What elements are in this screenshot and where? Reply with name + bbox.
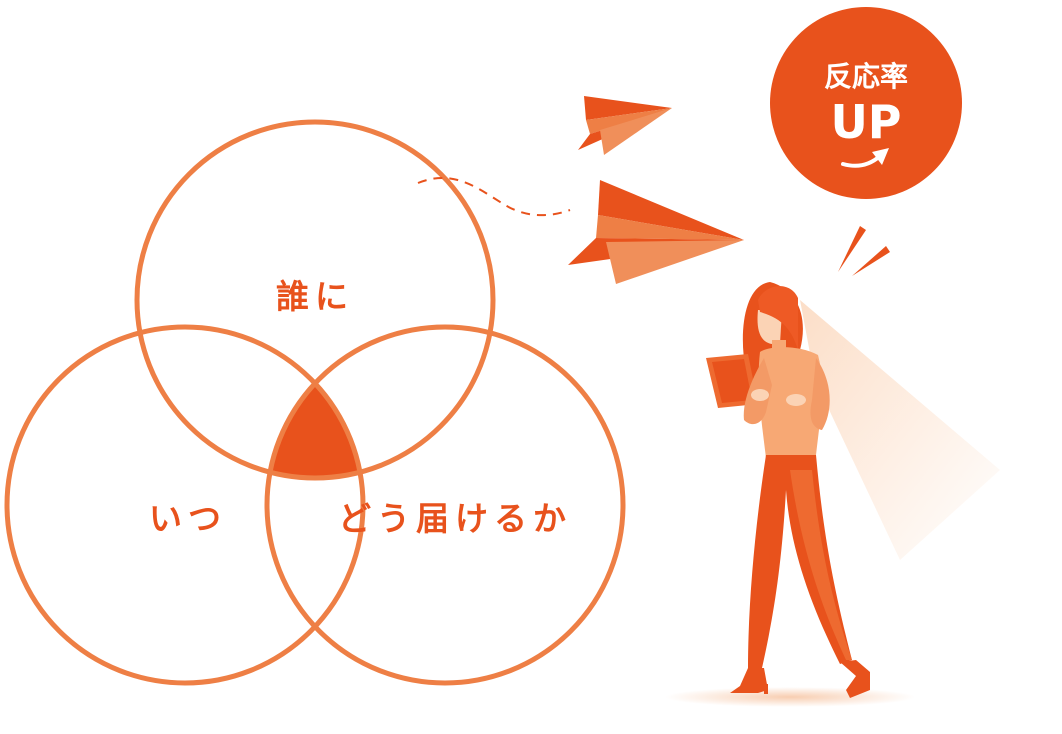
venn-circle-top	[134, 119, 496, 481]
woman-with-tablet-figure	[665, 282, 1000, 707]
emphasis-lines-icon	[838, 226, 890, 276]
response-rate-badge: 反応率 UP	[770, 7, 962, 199]
venn-label-top: 誰に	[276, 277, 354, 316]
venn-label-left: いつ	[149, 499, 227, 538]
paper-plane-large-icon	[568, 180, 744, 284]
venn-circle-left	[4, 324, 366, 686]
curved-arrow-icon	[841, 148, 889, 168]
badge-line2: UP	[830, 95, 901, 149]
badge-line1: 反応率	[824, 60, 908, 93]
flight-path-dashes	[417, 177, 571, 217]
venn-circle-right	[264, 324, 626, 686]
paper-plane-small-icon	[578, 96, 672, 155]
venn-label-right: どう届けるか	[338, 499, 572, 538]
